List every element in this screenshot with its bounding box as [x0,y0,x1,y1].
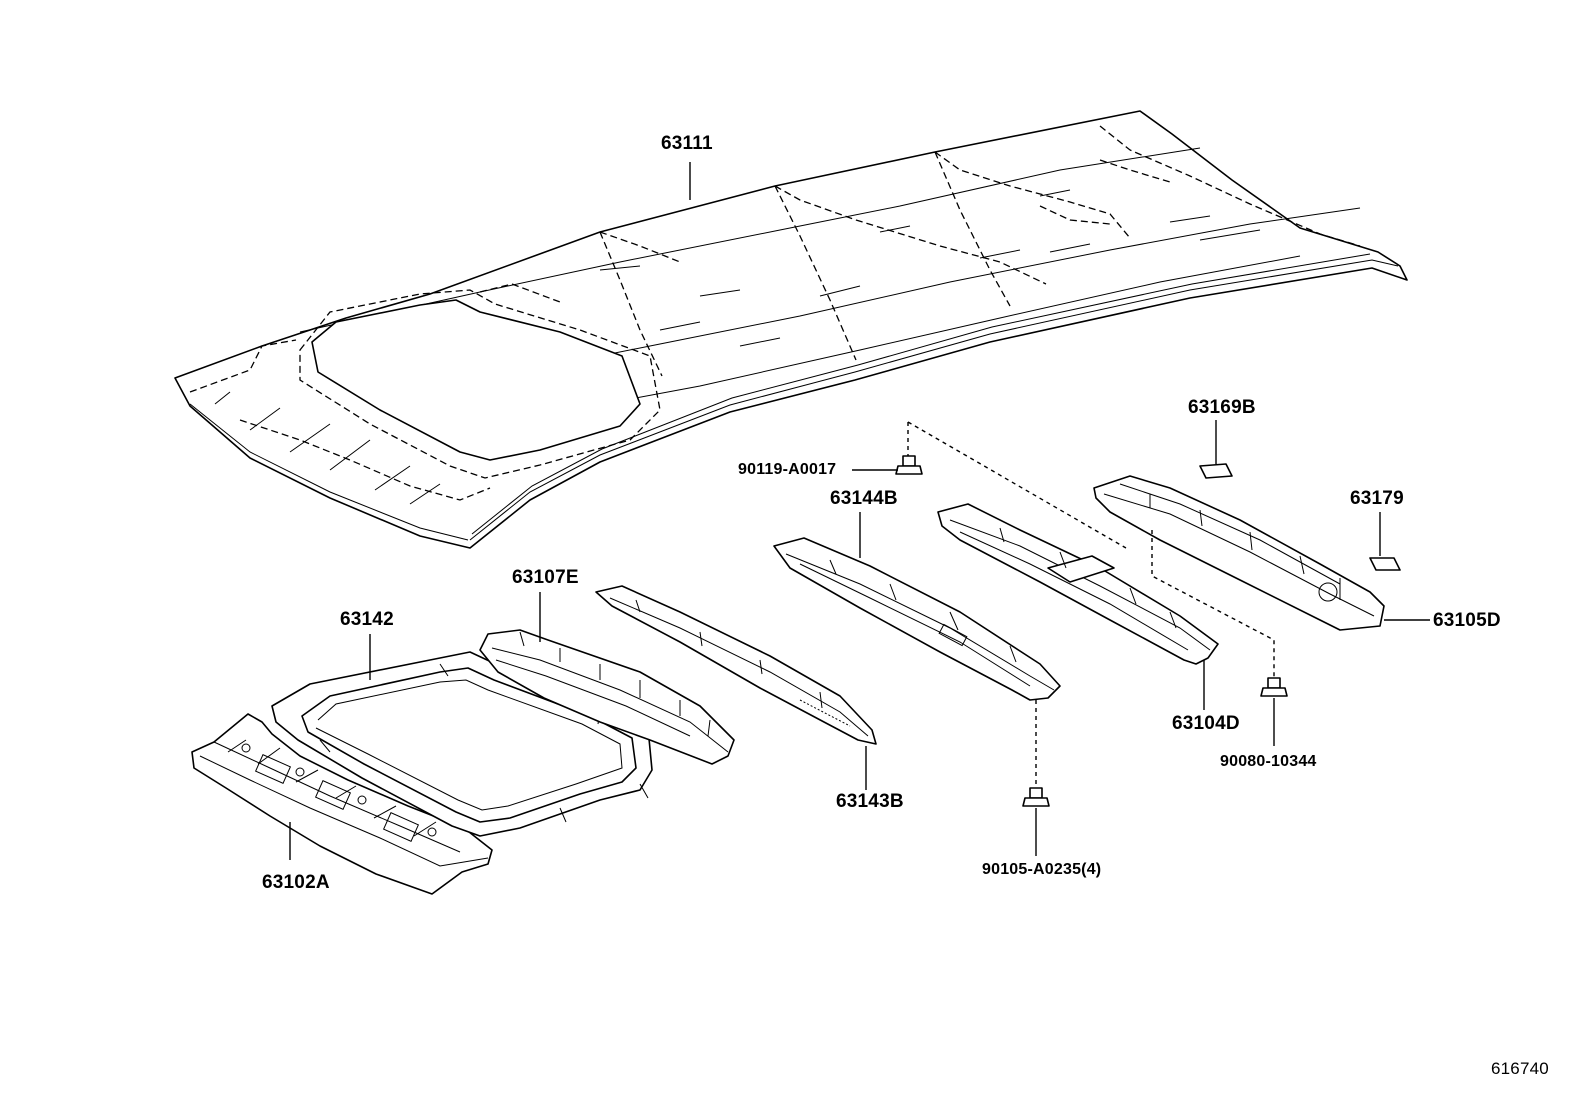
roof-panel [174,110,1408,549]
rear-header-panel [1093,475,1385,631]
label-63142: 63142 [340,609,394,630]
label-90119-a0017: 90119-A0017 [738,461,837,478]
label-63169b: 63169B [1188,397,1256,418]
front-header-panel [191,713,493,895]
bolt-90119-a0017 [895,455,923,475]
label-63143b: 63143B [836,791,904,812]
roof-bow-63143b [595,585,877,745]
label-63104d: 63104D [1172,713,1240,734]
label-63102a: 63102A [262,872,330,893]
label-63179: 63179 [1350,488,1404,509]
roof-bow-63144b [773,537,1061,701]
pad-63179 [1369,557,1401,571]
bolt-90105-a0235 [1022,787,1050,807]
label-63105d: 63105D [1433,610,1501,631]
leader-lines [289,162,1430,860]
bolt-90080-10344 [1260,677,1288,697]
label-90080-10344: 90080-10344 [1220,753,1317,770]
roof-bow-63104d [937,503,1219,665]
diagram-id: 616740 [1491,1059,1549,1078]
pad-63169b [1199,463,1233,479]
label-63107e: 63107E [512,567,579,588]
label-63111: 63111 [661,133,713,154]
label-90105-a0235: 90105-A0235(4) [982,861,1102,878]
front-roof-bow [479,629,735,765]
label-63144b: 63144B [830,488,898,509]
